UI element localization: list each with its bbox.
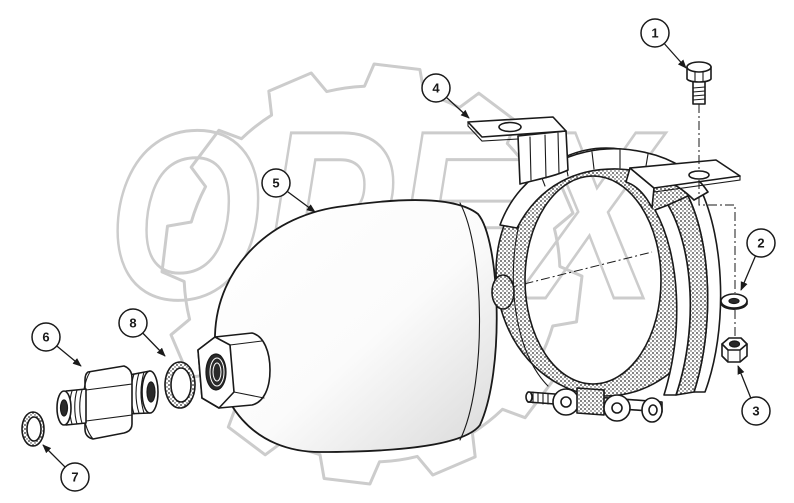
callout-5: 5 [261,168,316,213]
nut-side-edges [727,349,741,363]
gear-watermark-outline [160,62,584,486]
callout-8: 8 [118,308,166,357]
clamp-screw-nut-hole [648,404,658,416]
callout-5-leader [286,190,316,213]
clamp-right-tab [625,159,741,209]
fitting-nipple-bore [59,399,69,417]
callout-8-leader [142,332,166,357]
bracket-bend-hatching [529,132,560,181]
callout-3-leader [737,365,752,399]
clamp-tension-screw [525,387,663,423]
callout-8-number: 8 [129,316,136,331]
seal-7-inner [26,416,42,442]
clamp-band-end-inner-strip [654,204,692,396]
callout-2: 2 [740,228,776,291]
callout-7: 7 [42,444,90,492]
callout-1: 1 [640,18,687,69]
callout-4-leader [445,96,470,119]
assembly-centerlines [507,104,736,337]
accumulator [197,199,515,453]
hex-nut [721,337,748,363]
accumulator-end-seam [459,202,481,441]
clamp-trunnion-left-pin [560,396,572,408]
callout-6-leader [56,345,82,367]
tab-to-washer-centerline [698,180,736,293]
clamp-tab-bend [625,167,655,209]
callouts: 1 2 3 4 5 6 7 [31,18,776,492]
hex-bolt [686,61,712,105]
callout-4-circle [421,73,451,103]
callout-4: 4 [421,73,470,119]
callout-5-number: 5 [272,176,279,191]
bolt-head-top [686,61,712,73]
clamp-screw-tip [525,391,533,403]
seal-ring-8 [164,361,196,409]
accumulator-port-nut [197,332,271,409]
callout-6-number: 6 [42,330,49,345]
callout-7-leader [42,444,66,468]
seal-8-inner [170,367,192,403]
clamp-trunnion-right-pin [611,402,623,414]
bracket-slot [498,121,522,133]
callout-3: 3 [737,365,771,426]
accumulator-body [214,199,498,453]
callout-3-circle [741,396,771,426]
port-nut-facets [229,340,265,399]
callout-2-circle [746,228,776,258]
washer [720,293,748,311]
callout-1-number: 1 [651,26,658,41]
accumulator-axis-line [507,251,653,289]
port-nut-threaded-bore [205,353,227,391]
fitting-hex-nut [84,365,133,440]
clamp-tab-hole [688,170,710,180]
fitting-hex-facets [85,383,133,422]
callout-7-circle [60,462,90,492]
fitting-stem-bore [146,381,156,403]
accumulator-gas-valve-nub [491,274,515,310]
callout-7-number: 7 [71,470,78,485]
bolt-threads [692,86,706,101]
callout-1-circle [640,18,670,48]
port-nut-thread-ring-inner [212,362,222,382]
callout-2-leader [740,255,757,291]
callout-2-number: 2 [757,236,764,251]
callout-4-number: 4 [432,81,440,96]
clamp-tab-edge [653,175,741,193]
clamp-screw-threads [532,391,549,405]
clamp-assembly [467,116,741,423]
callout-6: 6 [31,322,82,367]
seal-ring-7 [21,411,45,447]
callout-3-number: 3 [752,404,759,419]
washer-hole [728,297,740,305]
nut-hole [728,340,741,348]
callout-5-circle [261,168,291,198]
bolt-head-facets [694,70,704,83]
bolt-shank [692,80,706,105]
clamp-band-eye [576,387,605,416]
callout-1-leader [663,43,687,69]
callout-8-circle [118,308,148,338]
adapter-fitting [56,365,159,440]
bracket-plate-edge [467,121,519,142]
port-nut-thread-ring-outer [209,357,225,387]
mounting-bracket [467,116,569,185]
callout-6-circle [31,322,61,352]
